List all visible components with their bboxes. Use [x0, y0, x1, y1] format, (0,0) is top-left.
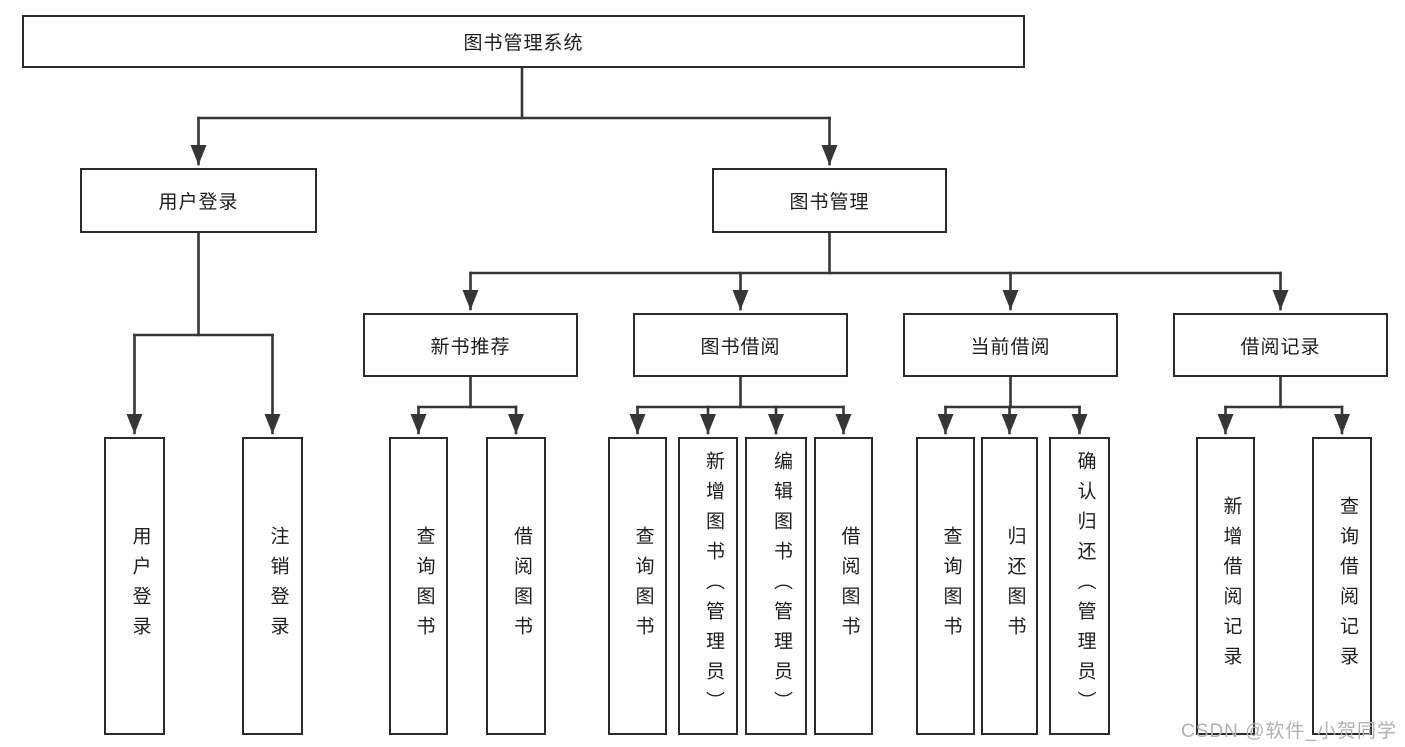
leaf-borrow-query-books: 查询图书 — [608, 437, 667, 735]
leaf-borrow-add-books-admin: 新增图书（管理员） — [678, 437, 738, 735]
node-root-label: 图书管理系统 — [463, 33, 584, 54]
leaf-logout-label: 注销登录 — [267, 526, 289, 646]
leaf-current-confirm-return-admin: 确认归还（管理员） — [1049, 437, 1110, 735]
leaf-current-query-books: 查询图书 — [916, 437, 975, 735]
node-user-login-label: 用户登录 — [158, 192, 239, 213]
node-user-login: 用户登录 — [80, 168, 317, 233]
leaf-current-query-books-label: 查询图书 — [940, 526, 962, 646]
leaf-newbook-borrow-books-label: 借阅图书 — [511, 526, 532, 646]
leaf-borrow-query-books-label: 查询图书 — [632, 526, 654, 646]
leaf-current-return-books: 归还图书 — [981, 437, 1038, 735]
leaf-records-add-record: 新增借阅记录 — [1196, 437, 1255, 735]
node-book-borrow-label: 图书借阅 — [700, 336, 781, 358]
leaf-borrow-edit-books-admin-label: 编辑图书（管理员） — [771, 451, 792, 721]
leaf-borrow-borrow-books: 借阅图书 — [814, 437, 873, 735]
node-current-borrow: 当前借阅 — [903, 313, 1118, 377]
leaf-borrow-borrow-books-label: 借阅图书 — [838, 526, 860, 646]
leaf-logout: 注销登录 — [242, 437, 303, 735]
leaf-newbook-query-books-label: 查询图书 — [413, 526, 435, 646]
node-borrow-records-label: 借阅记录 — [1240, 336, 1321, 358]
leaf-newbook-query-books: 查询图书 — [389, 437, 448, 735]
node-borrow-records: 借阅记录 — [1173, 313, 1388, 377]
node-new-book-recommend: 新书推荐 — [363, 313, 578, 377]
node-current-borrow-label: 当前借阅 — [970, 336, 1051, 358]
leaf-current-return-books-label: 归还图书 — [1004, 526, 1026, 646]
leaf-user-login: 用户登录 — [104, 437, 165, 735]
leaf-records-add-record-label: 新增借阅记录 — [1220, 496, 1242, 676]
leaf-newbook-borrow-books: 借阅图书 — [486, 437, 546, 735]
leaf-records-query-record: 查询借阅记录 — [1312, 437, 1372, 735]
leaf-borrow-edit-books-admin: 编辑图书（管理员） — [745, 437, 807, 735]
node-book-management-label: 图书管理 — [789, 192, 870, 213]
leaf-records-query-record-label: 查询借阅记录 — [1337, 496, 1358, 676]
node-new-book-recommend-label: 新书推荐 — [430, 336, 511, 358]
watermark: CSDN @软件_小贺同学 — [1181, 721, 1397, 742]
node-book-borrow: 图书借阅 — [633, 313, 848, 377]
leaf-user-login-label: 用户登录 — [129, 526, 151, 646]
leaf-current-confirm-return-admin-label: 确认归还（管理员） — [1074, 451, 1096, 721]
leaf-borrow-add-books-admin-label: 新增图书（管理员） — [703, 451, 724, 721]
node-root: 图书管理系统 — [22, 15, 1025, 68]
node-book-management: 图书管理 — [712, 168, 947, 233]
